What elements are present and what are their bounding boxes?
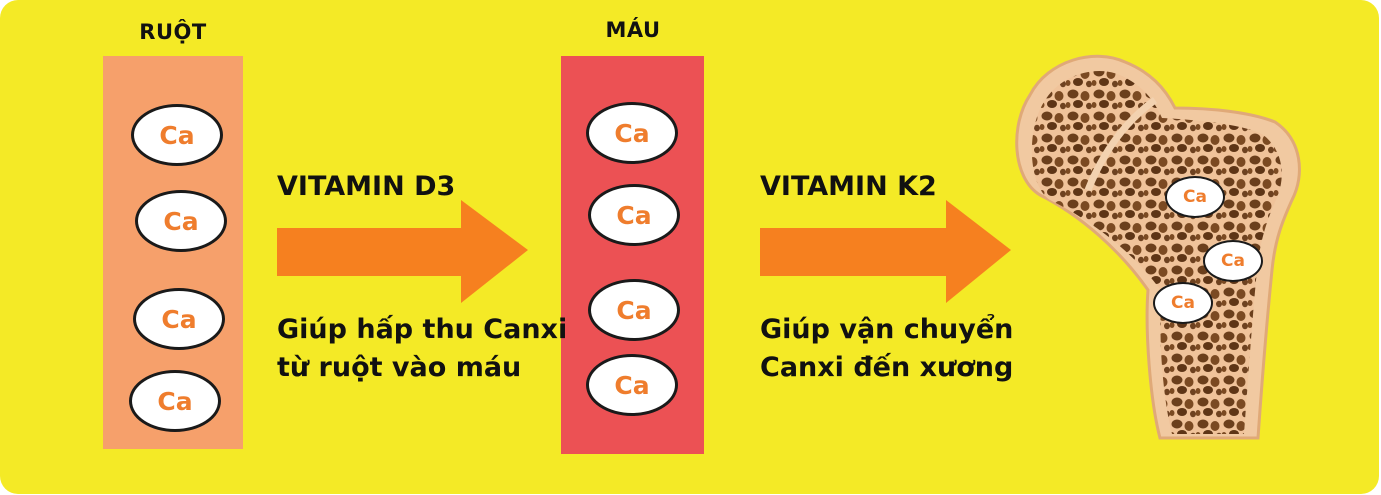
calcium-ellipse-intestine-1: Ca xyxy=(131,104,223,166)
calcium-ellipse-bone-1: Ca xyxy=(1165,176,1225,218)
vitamin-d3-desc-line2: từ ruột vào máu xyxy=(277,352,522,383)
calcium-ellipse-intestine-4: Ca xyxy=(129,370,221,432)
calcium-ellipse-intestine-2: Ca xyxy=(135,190,227,252)
bone-growth-line xyxy=(1084,97,1158,192)
vitamin-k2-desc-line2: Canxi đến xương xyxy=(760,352,1014,383)
calcium-ellipse-intestine-3: Ca xyxy=(133,288,225,350)
calcium-ellipse-blood-3: Ca xyxy=(588,279,680,341)
bone-spongy-tissue xyxy=(1031,71,1282,434)
arrow-vitamin-d3 xyxy=(277,200,528,303)
vitamin-k2-desc-line1: Giúp vận chuyển xyxy=(760,314,1014,345)
vitamin-k2-label: VITAMIN K2 xyxy=(760,171,937,202)
vitamin-d3-desc-line1: Giúp hấp thu Canxi xyxy=(277,314,568,345)
vitamin-d3-label: VITAMIN D3 xyxy=(277,171,456,202)
calcium-ellipse-bone-2: Ca xyxy=(1203,240,1263,282)
intestine-title: RUỘT xyxy=(139,20,207,44)
calcium-ellipse-blood-1: Ca xyxy=(586,102,678,164)
arrow-vitamin-k2 xyxy=(760,200,1011,303)
calcium-ellipse-blood-2: Ca xyxy=(588,184,680,246)
calcium-ellipse-bone-3: Ca xyxy=(1153,282,1213,324)
blood-title: MÁU xyxy=(605,18,661,42)
calcium-ellipse-blood-4: Ca xyxy=(586,354,678,416)
